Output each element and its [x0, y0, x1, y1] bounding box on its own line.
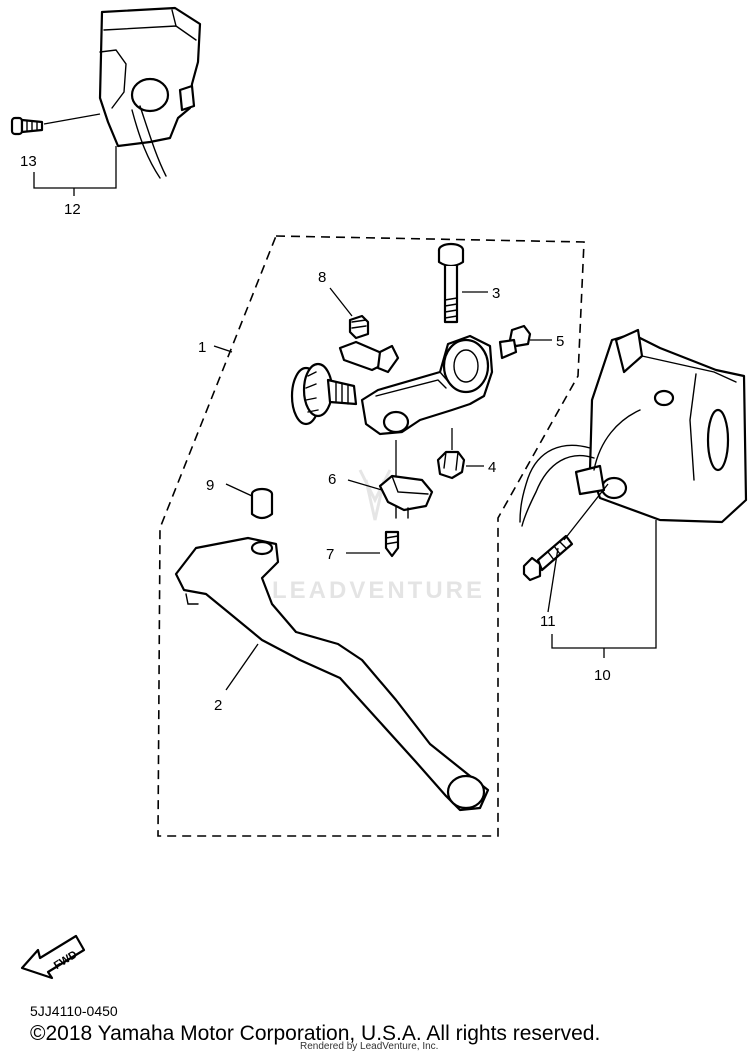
- watermark-text: LEADVENTURE: [272, 577, 485, 604]
- screw-5: [498, 324, 532, 360]
- adjuster-knob: [290, 362, 358, 426]
- right-handlebar-switch: [519, 328, 748, 527]
- screw-7: [384, 530, 400, 558]
- callout-1: 1: [198, 339, 206, 356]
- callout-6: 6: [328, 471, 336, 488]
- callout-7: 7: [326, 546, 334, 563]
- switch-6: [378, 474, 434, 519]
- callout-3: 3: [492, 285, 500, 302]
- diagram-code: 5JJ4110-0450: [30, 1003, 118, 1019]
- callout-13: 13: [20, 153, 37, 170]
- callout-2: 2: [214, 697, 222, 714]
- screw-8: [348, 314, 370, 340]
- copyright-notice: ©2018 Yamaha Motor Corporation, U.S.A. A…: [30, 1022, 601, 1045]
- callout-4: 4: [488, 459, 496, 476]
- nut-4: [436, 450, 466, 480]
- callout-8: 8: [318, 269, 326, 286]
- callout-10: 10: [594, 667, 611, 684]
- left-handlebar-switch: [98, 6, 202, 179]
- callout-5: 5: [556, 333, 564, 350]
- fwd-arrow-icon: FWD: [20, 934, 86, 980]
- screw-13: [10, 116, 44, 136]
- rendered-by-notice: Rendered by LeadVenture, Inc.: [300, 1041, 439, 1052]
- callout-12: 12: [64, 201, 81, 218]
- lever-holder: [360, 334, 494, 436]
- adjuster-bracket: [338, 340, 400, 374]
- lever-assembly-boundary: [157, 235, 585, 837]
- bolt-3: [437, 242, 465, 324]
- callout-9: 9: [206, 477, 214, 494]
- screw-11: [522, 534, 574, 582]
- callout-11: 11: [540, 613, 556, 630]
- collar-9: [250, 487, 274, 520]
- lever-2: [174, 536, 490, 812]
- leadventure-watermark: LEADVENTURE: [272, 469, 485, 604]
